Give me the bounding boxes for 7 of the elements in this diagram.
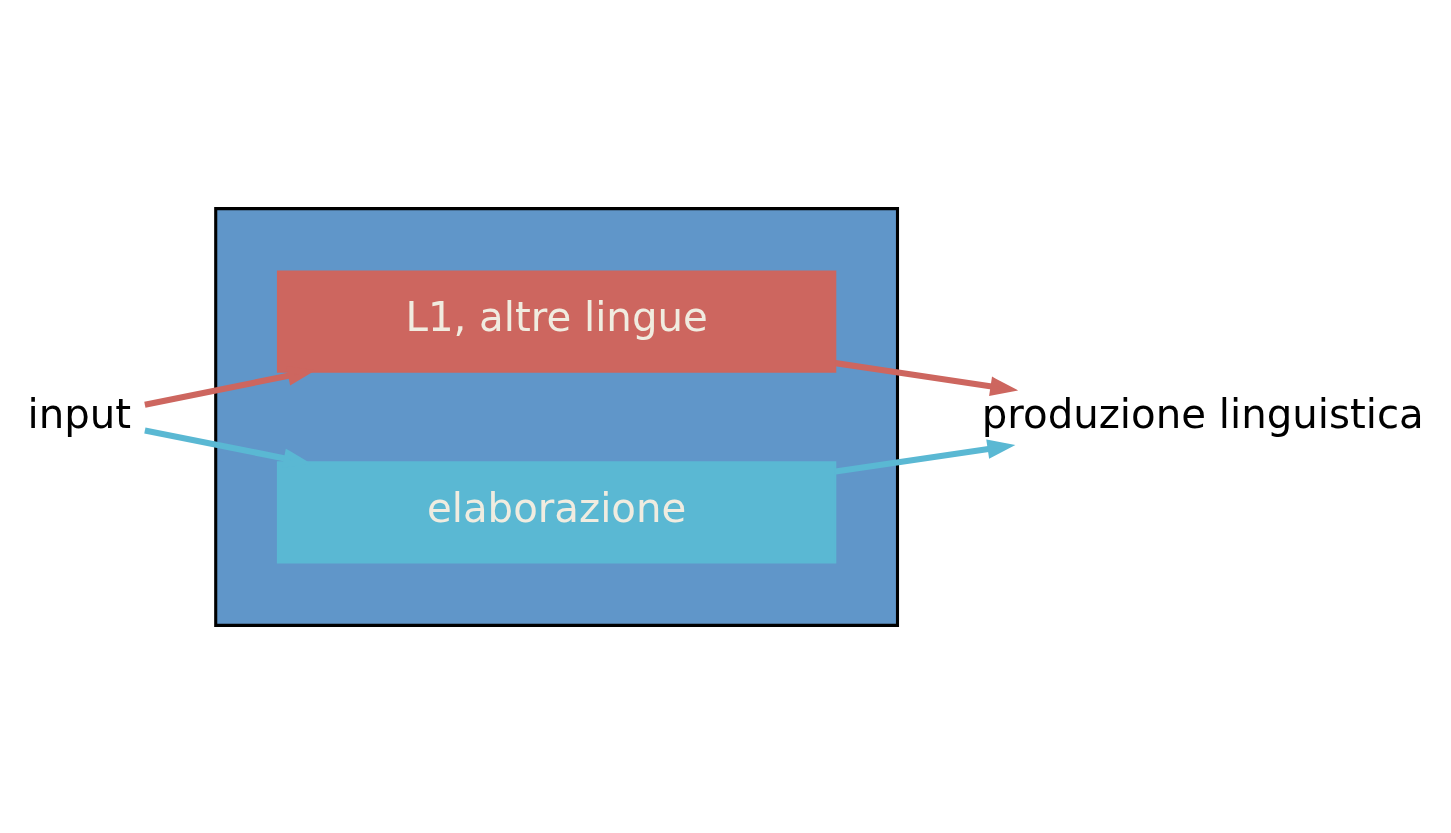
node-box: L1, altre lingue (276, 270, 837, 373)
cluster (214, 206, 900, 627)
node-text: produzione linguistica (981, 390, 1424, 437)
node-box: elaborazione (276, 460, 837, 563)
node-text: input (27, 390, 132, 437)
arrow (835, 438, 1016, 475)
arrow (835, 359, 1019, 396)
